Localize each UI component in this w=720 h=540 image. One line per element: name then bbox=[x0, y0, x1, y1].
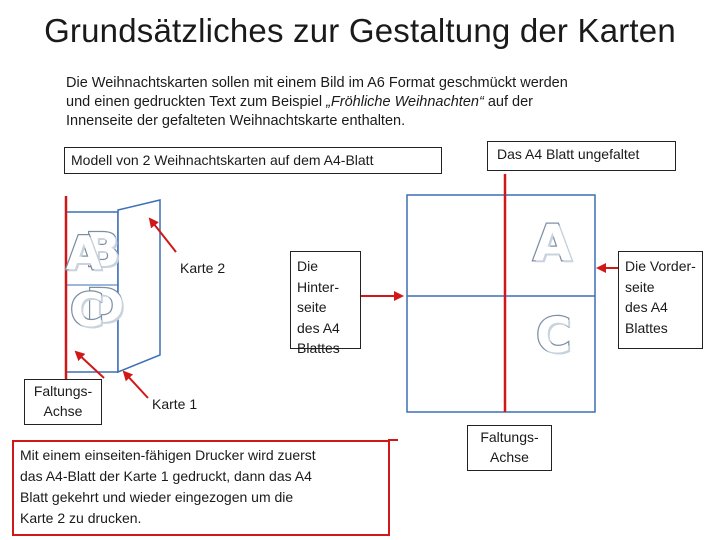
front-side-line1: Die Vorder- bbox=[625, 258, 696, 274]
back-side-line3: des A4 bbox=[297, 319, 340, 336]
fold-axis-left-line2: Achse bbox=[43, 403, 83, 419]
letter-d-behind: D bbox=[85, 279, 126, 333]
printer-note-box: Mit einem einseiten-fähigen Drucker wird… bbox=[12, 440, 390, 536]
back-side-box: Die Hinter- seite des A4 Blattes bbox=[290, 251, 361, 356]
letter-a-sheet: A bbox=[532, 214, 573, 272]
fold-axis-box-right: Faltungs- Achse bbox=[467, 425, 552, 471]
printer-note-line3: Blatt gekehrt und wieder eingezogen um d… bbox=[20, 489, 294, 505]
fold-axis-left-line1: Faltungs- bbox=[33, 383, 93, 399]
back-side-line1: Die Hinter- bbox=[297, 258, 340, 295]
front-side-line4: Blattes bbox=[625, 319, 668, 336]
back-side-line4: Blattes bbox=[297, 340, 340, 356]
printer-note-line4: Karte 2 zu drucken. bbox=[20, 510, 142, 526]
intro-line-1: Die Weihnachtskarten sollen mit einem Bi… bbox=[66, 75, 568, 91]
slide-title: Grundsätzliches zur Gestaltung der Karte… bbox=[44, 12, 676, 49]
intro-example-greeting: „Fröhliche Weihnachten“ bbox=[326, 94, 484, 110]
front-side-line2: seite bbox=[625, 278, 655, 295]
card-1-label: Karte 1 bbox=[152, 396, 198, 412]
model-label-text: Modell von 2 Weihnachtskarten auf dem A4… bbox=[71, 152, 374, 168]
fold-axis-box-left: Faltungs- Achse bbox=[24, 379, 102, 425]
card-back-panel bbox=[65, 211, 119, 373]
card-2-label: Karte 2 bbox=[180, 260, 226, 276]
arrow-karte1 bbox=[122, 370, 149, 399]
unfolded-sheet-label-text: Das A4 Blatt ungefaltet bbox=[497, 146, 640, 162]
printer-note-line1: Mit einem einseiten-fähigen Drucker wird… bbox=[20, 447, 316, 463]
fold-axis-right-line2: Achse bbox=[490, 449, 529, 465]
intro-line-2-end: auf der bbox=[483, 94, 533, 110]
unfolded-sheet-label-box: Das A4 Blatt ungefaltet bbox=[487, 141, 676, 171]
letter-c-card: C bbox=[69, 283, 105, 337]
connector-arrows bbox=[74, 217, 618, 441]
letter-b-behind: B bbox=[84, 223, 122, 277]
a4-sheet-outline bbox=[406, 194, 596, 413]
model-label-box: Modell von 2 Weihnachtskarten auf dem A4… bbox=[64, 147, 442, 174]
front-side-box: Die Vorder- seite des A4 Blattes bbox=[618, 251, 703, 349]
intro-paragraph: Die Weihnachtskarten sollen mit einem Bi… bbox=[66, 74, 666, 131]
arrow-fold-axis-left bbox=[74, 350, 105, 379]
letter-c-sheet: C bbox=[535, 308, 573, 364]
front-side-line3: des A4 bbox=[625, 299, 668, 315]
fold-axis-right-line1: Faltungs- bbox=[480, 429, 539, 445]
card-front-panel bbox=[117, 199, 161, 374]
unfolded-a4-sheet bbox=[406, 174, 596, 413]
intro-line-3: Innenseite der gefalteten Weihnachtskart… bbox=[66, 113, 406, 129]
intro-line-2: und einen gedruckten Text zum Beispiel „… bbox=[66, 93, 666, 112]
printer-note-line2: das A4-Blatt der Karte 1 gedruckt, dann … bbox=[20, 468, 312, 484]
folded-card-model bbox=[64, 196, 161, 380]
intro-line-2-start: und einen gedruckten Text zum Beispiel bbox=[66, 94, 327, 110]
arrow-karte2 bbox=[148, 217, 177, 253]
back-side-line2: seite bbox=[297, 299, 327, 315]
letter-a-card: A bbox=[65, 226, 103, 280]
